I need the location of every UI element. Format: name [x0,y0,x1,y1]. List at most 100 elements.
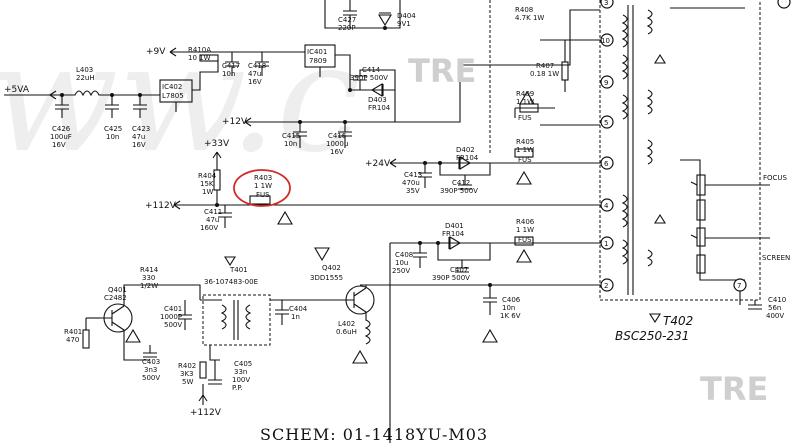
c414-ref: C414 [362,66,381,74]
c407-ref: C407 [450,266,468,274]
r404-ref: R404 [198,172,217,180]
rail-label-112v-bottom: +112V [190,408,222,418]
r405-val: 1 1W [516,146,534,154]
warning-triangle-icon [516,248,532,263]
c414-val: 390P 500V [350,74,388,82]
pin-label: 5 [604,119,608,127]
c405-ref: C405 [234,360,252,368]
signal-focus: FOCUS [763,174,788,182]
c401-v: 500V [164,321,182,329]
c423-ref: C423 [132,125,150,133]
pin-label: 6 [604,160,609,168]
r402-ref: R402 [178,362,196,370]
r404-val: 15K [200,180,214,188]
pin-label: 9 [604,79,608,87]
c425-val: 10n [106,133,119,141]
c411-ref: C411 [204,208,222,216]
r408-ref: R408 [515,6,533,14]
c427-val: 220P [338,24,356,32]
d403-ref: D403 [368,96,387,104]
c417-ref: C417 [222,62,240,70]
t402-name: T402 [663,314,693,328]
r409-type: FUS [518,114,532,122]
c416-val: 1000u [326,140,348,148]
c412-ref: C412 [452,179,470,187]
c403-v: 500V [142,374,160,382]
ic401-part: 7809 [309,57,327,65]
d404-ref: D404 [397,12,416,20]
warning-triangle-icon [482,328,498,343]
rail-label-24v: +24V [365,159,391,169]
c408-v: 250V [392,267,410,275]
rail-label-112v: +112V [145,201,177,211]
c426-val: 100uF [50,133,72,141]
c415-ref: C415 [282,132,300,140]
r405-type: FUS [518,156,532,164]
c412-val: 390P 500V [440,187,478,195]
rail-24v-section: +24V D402 FR104 C412 390P 500V C413 470u… [365,138,600,195]
c426-ref: C426 [52,125,71,133]
c406-section: C406 10n 1K 6V [360,283,600,343]
r414-val: 330 [142,274,155,282]
ic402-ref: IC402 [162,83,182,91]
rail-33v-112v-section: +33V R404 15K 1W +112V R403 1 1W FUS C41… [145,139,600,232]
r401-ref: R401 [64,328,82,336]
r402-w: 5W [182,378,193,386]
c403-ref: C403 [142,358,160,366]
r404-w: 1W [202,188,213,196]
c413-val: 470u [402,179,420,187]
warning-triangle-icon [224,256,236,267]
rail-label-9v: +9V [146,47,166,57]
c416-ref: C416 [328,132,347,140]
ic401-ref: IC401 [307,48,327,56]
drive-circuit-section: Q401 C2482 R401 470 R414 330 1/2W C403 3… [64,247,375,418]
r402-val: 3K3 [180,370,194,378]
rail-label-33v: +33V [204,139,230,149]
c405-val: 33n [234,368,247,376]
l403-ref: L403 [76,66,93,74]
c410-v: 400V [766,312,784,320]
c413-v: 35V [406,187,420,195]
c423-val: 47u [132,133,145,141]
pin-label: 7 [737,282,741,290]
t402-part: BSC250-231 [615,329,689,343]
c411-val: 47u [206,216,219,224]
q401-part: C2482 [104,294,127,302]
r414-w: 1/2W [140,282,158,290]
top-zener-section: C427 220P D404 9V1 [324,0,416,32]
warning-triangle-icon [519,90,535,105]
faint-watermark: ww.c [0,12,361,186]
c401-ref: C401 [164,305,182,313]
c417-val: 10n [222,70,235,78]
c410-ref: C410 [768,296,786,304]
c408-ref: C408 [395,251,413,259]
warning-triangle-icon [125,328,141,343]
r414-ref: R414 [140,266,159,274]
c427-ref: C427 [338,16,356,24]
c408-val: 10u [395,259,408,267]
warning-triangle-icon [277,210,293,225]
r403-ref: R403 [254,174,272,182]
l402-val: 0.6uH [336,328,357,336]
c405-t: P.P. [232,384,243,392]
t401-name: T401 [229,266,248,274]
pin-label: 1 [604,240,608,248]
c425-ref: C425 [104,125,122,133]
l402-ref: L402 [338,320,355,328]
c411-v: 160V [200,224,218,232]
r406-type: FUS [518,236,532,244]
r406-ref: R406 [516,218,535,226]
q402-part: 3DD1555 [310,274,343,282]
c418-val: 47u [248,70,261,78]
rail-12v-section: +12V C414 390P 500V D403 FR104 C415 10n … [222,9,600,156]
t401-box [202,294,271,346]
r408-val: 4.7K 1W [515,14,544,22]
d401-section: D401 FR104 C407 390P 500V C408 10u 250V … [389,218,600,443]
c405-v: 100V [232,376,250,384]
c418-ref: C418 [248,62,266,70]
warning-triangle-icon [314,247,330,262]
c415-val: 10n [284,140,297,148]
l403-val: 22uH [76,74,95,82]
d401-ref: D401 [445,222,464,230]
